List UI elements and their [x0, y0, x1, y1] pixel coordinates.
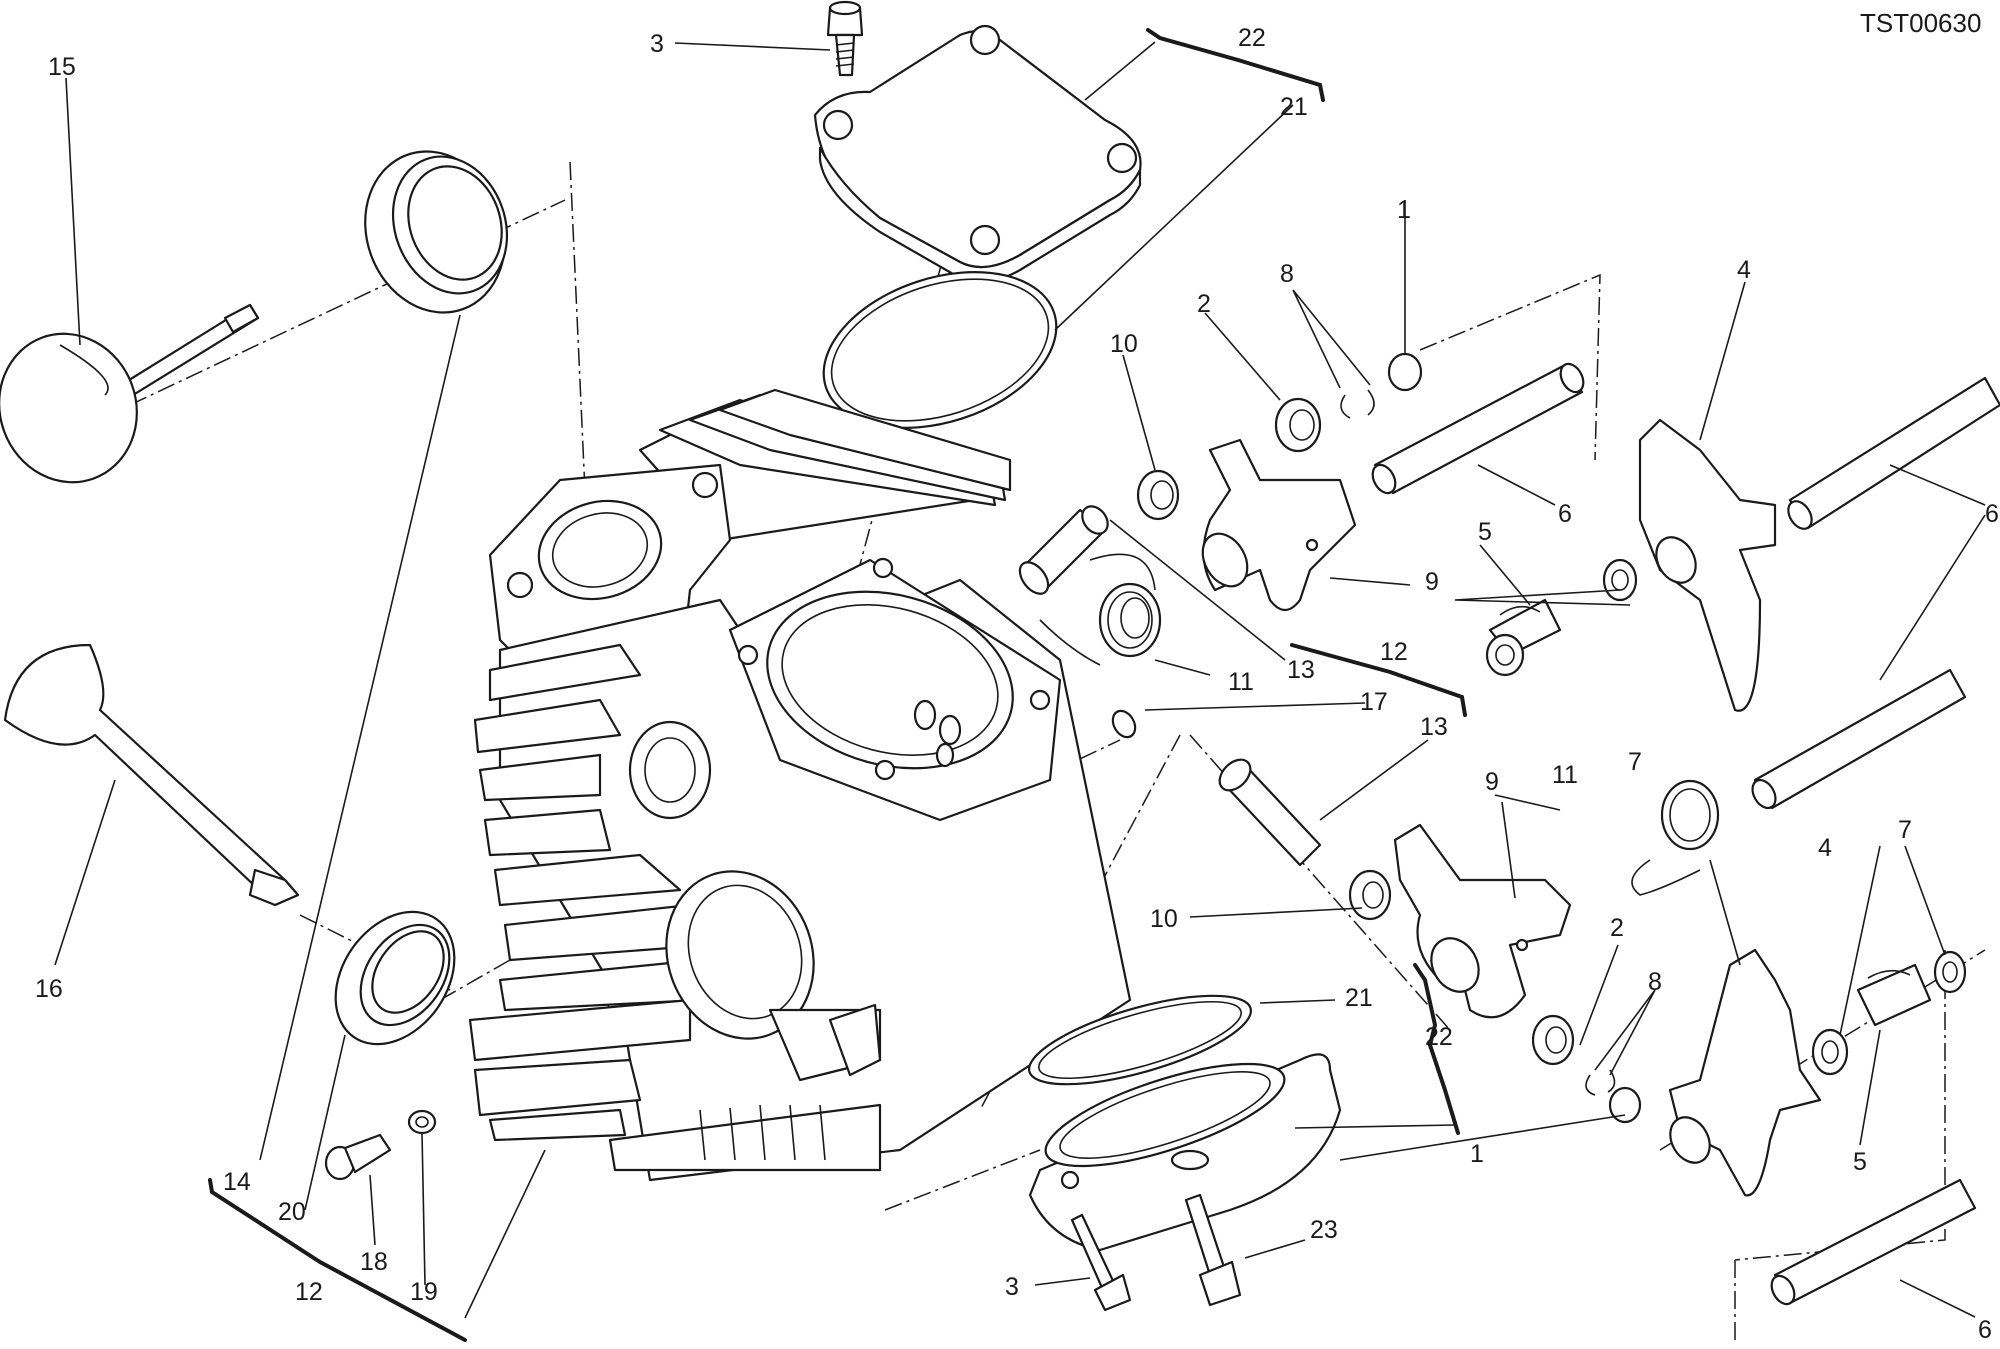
- rocker-4-lower: [1668, 948, 1822, 1197]
- callout-16: 16: [35, 975, 63, 1003]
- screw-top: [826, 0, 864, 77]
- shaft-6-bottom: [1770, 1178, 1977, 1306]
- callout-labels: TST00630 15 3 22 21 1 8 2 10 4 6 6 5 9 7…: [35, 8, 1999, 1344]
- bushing-10-upper: [1136, 469, 1180, 521]
- bushing-2-upper: [1274, 397, 1322, 453]
- callout-6-right: 6: [1985, 500, 1999, 528]
- grub-screw-17: [1111, 709, 1137, 739]
- callout-15: 15: [48, 53, 76, 81]
- callout-2-upper: 2: [1197, 290, 1211, 318]
- callout-9-upper: 9: [1425, 568, 1439, 596]
- callout-9-lower: 9: [1485, 768, 1499, 796]
- intake-valve: [0, 303, 260, 484]
- callout-4-lower: 4: [1818, 834, 1832, 862]
- callout-2-lower: 2: [1610, 914, 1624, 942]
- callout-11-upper: 11: [1228, 668, 1254, 696]
- cylinder-head: [468, 388, 1132, 1182]
- shaft-6-upper: [1371, 362, 1585, 495]
- rocker-arm-9-upper: [1201, 438, 1357, 612]
- callout-4-upper: 4: [1737, 256, 1751, 284]
- clip-8-upper: [1340, 389, 1375, 419]
- callout-1-upper: 1: [1397, 196, 1411, 224]
- callout-10-upper: 10: [1110, 330, 1138, 358]
- callout-12-mid: 12: [1380, 638, 1408, 666]
- spring-11-upper: [1039, 553, 1162, 666]
- washer-7-upper: [1485, 558, 1638, 677]
- tappet-13-lower: [1218, 758, 1322, 867]
- callout-18: 18: [360, 1248, 388, 1276]
- bushing-2-lower: [1531, 1014, 1575, 1066]
- callout-20: 20: [278, 1198, 306, 1226]
- callout-3-top: 3: [650, 30, 664, 58]
- callout-23: 23: [1310, 1216, 1338, 1244]
- callout-7-lower: 7: [1898, 816, 1912, 844]
- valve-seat-ring: [364, 150, 509, 314]
- callout-8-lower: 8: [1648, 968, 1662, 996]
- shaft-6-right-upper: [1787, 376, 2000, 530]
- callout-5-lower: 5: [1853, 1148, 1867, 1176]
- callout-6-upper: 6: [1558, 500, 1572, 528]
- callout-6-bottom: 6: [1978, 1316, 1992, 1344]
- screw-bottom-3: [1070, 1213, 1132, 1312]
- valve-cover-top: [813, 24, 1142, 284]
- cap-1-upper: [1387, 352, 1423, 392]
- valve-guide-ring: [334, 910, 456, 1046]
- drawing-code: TST00630: [1860, 8, 1981, 38]
- shaft-6-mid: [1751, 668, 1967, 810]
- callout-13-upper: 13: [1287, 656, 1315, 684]
- bracket-12-mid: [1290, 643, 1467, 717]
- cap-1-lower: [1608, 1086, 1642, 1124]
- callout-19: 19: [410, 1278, 438, 1306]
- callout-1-lower: 1: [1470, 1140, 1484, 1168]
- tappet-13-upper: [1018, 505, 1109, 595]
- screw-23: [1184, 1193, 1242, 1307]
- bushing-10-lower: [1348, 869, 1392, 921]
- rocker-arm-9-lower: [1393, 823, 1572, 1019]
- valve-cover-bottom: [1028, 1053, 1342, 1252]
- bracket-22-bottom: [1413, 963, 1460, 1135]
- o-ring-bottom: [1028, 994, 1252, 1086]
- spring-11-lower: [1631, 779, 1720, 896]
- callout-22-top: 22: [1238, 24, 1266, 52]
- callout-14: 14: [223, 1168, 251, 1196]
- callout-5-upper: 5: [1478, 518, 1492, 546]
- callout-21-top: 21: [1280, 93, 1308, 121]
- callout-10-lower: 10: [1150, 905, 1178, 933]
- rocker-4-upper: [1638, 418, 1777, 712]
- callout-11-lower: 11: [1552, 761, 1578, 789]
- exhaust-valve: [3, 643, 300, 907]
- callout-21-bottom: 21: [1345, 984, 1373, 1012]
- callout-17: 17: [1360, 688, 1388, 716]
- washer-19: [407, 1109, 437, 1135]
- callout-13-lower: 13: [1420, 713, 1448, 741]
- callout-12-bottom: 12: [295, 1278, 323, 1306]
- washer-7-lower: [1811, 950, 1967, 1076]
- screw-18: [324, 1133, 392, 1181]
- callout-7-upper: 7: [1628, 748, 1642, 776]
- callout-3-bottom: 3: [1005, 1273, 1019, 1301]
- bracket-22-top: [1146, 28, 1325, 102]
- callout-22-bottom: 22: [1425, 1023, 1453, 1051]
- callout-8-upper: 8: [1280, 260, 1294, 288]
- clamp-5-lower: [1856, 963, 1932, 1027]
- bracket-12-bottom: [208, 1178, 467, 1342]
- leader-lines: [54, 41, 1986, 1319]
- o-ring-top: [822, 271, 1058, 429]
